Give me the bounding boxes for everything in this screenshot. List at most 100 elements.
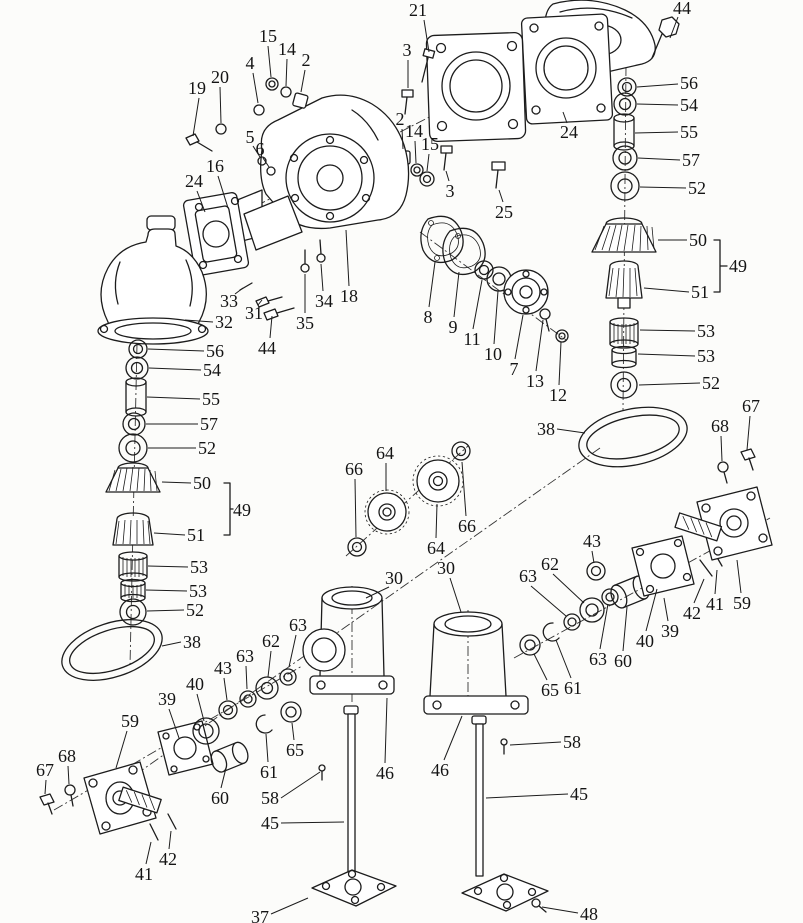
part-label-60: 60 — [211, 788, 229, 808]
part-label-16: 16 — [206, 156, 224, 176]
leader-line-4 — [252, 72, 259, 104]
part-label-39: 39 — [661, 621, 679, 641]
gasket-9 — [442, 227, 486, 276]
leader-line-2 — [401, 128, 404, 150]
leader-line-68 — [67, 765, 70, 785]
leader-line-65 — [291, 722, 295, 741]
leader-line-42 — [168, 830, 172, 850]
leader-line-32 — [184, 319, 214, 323]
part-label-3: 3 — [402, 40, 412, 60]
bolt-13-washer-12 — [539, 308, 569, 343]
leader-line-62 — [267, 650, 272, 678]
ring-66-left — [347, 537, 367, 557]
part-label-51: 51 — [187, 525, 205, 545]
leader-line-30 — [365, 586, 390, 599]
part-label-4: 4 — [245, 53, 255, 73]
leader-line-60 — [220, 767, 227, 789]
part-label-66: 66 — [458, 516, 476, 536]
leader-line-5 — [252, 145, 261, 158]
part-label-54: 54 — [680, 95, 698, 115]
leader-lines — [44, 16, 751, 915]
leader-line-55 — [634, 131, 679, 134]
leader-line-48 — [541, 906, 579, 914]
part-label-61: 61 — [564, 678, 582, 698]
part-label-15: 15 — [259, 26, 277, 46]
leader-line-3 — [445, 170, 450, 182]
leader-line-60 — [622, 606, 628, 652]
leader-line-19 — [192, 97, 200, 137]
right-shaft-stack — [578, 16, 688, 468]
part-label-46: 46 — [431, 760, 449, 780]
part-label-43: 43 — [214, 658, 232, 678]
hub-7 — [503, 269, 549, 315]
part-label-68: 68 — [711, 416, 729, 436]
part-label-44: 44 — [673, 0, 691, 18]
part-label-55: 55 — [680, 122, 698, 142]
part-label-44: 44 — [258, 338, 276, 358]
left-shaft-stack — [61, 339, 163, 681]
part-label-51: 51 — [691, 282, 709, 302]
leader-line-46 — [443, 715, 463, 761]
leader-line-8 — [428, 261, 436, 308]
leader-line-53 — [637, 353, 696, 357]
part-label-38: 38 — [183, 632, 201, 652]
leader-line-33 — [234, 287, 244, 295]
part-label-61: 61 — [260, 762, 278, 782]
part-label-18: 18 — [340, 286, 358, 306]
part-label-21: 21 — [409, 0, 427, 20]
leader-line-51 — [153, 532, 186, 536]
part-label-42: 42 — [159, 849, 177, 869]
part-label-50: 50 — [689, 230, 707, 250]
gasket-plate-23 — [425, 31, 527, 143]
part-label-11: 11 — [463, 329, 481, 349]
part-label-52: 52 — [198, 438, 216, 458]
leader-line-64 — [435, 503, 438, 539]
leader-line-43 — [591, 550, 595, 564]
part-label-49: 49 — [233, 500, 251, 520]
part-label-9: 9 — [448, 317, 458, 337]
bell-housing-32 — [97, 215, 209, 345]
leader-line-21 — [423, 19, 430, 53]
part-label-24: 24 — [185, 171, 203, 191]
leader-line-38 — [556, 428, 586, 434]
leader-line-56 — [636, 83, 679, 88]
part-label-40: 40 — [636, 631, 654, 651]
part-label-63: 63 — [519, 566, 537, 586]
part-label-66: 66 — [345, 459, 363, 479]
part-label-37: 37 — [251, 907, 269, 923]
part-label-32: 32 — [215, 312, 233, 332]
leader-line-6 — [262, 157, 270, 168]
part-label-49: 49 — [729, 256, 747, 276]
part-label-20: 20 — [211, 67, 229, 87]
leader-line-12 — [558, 341, 562, 386]
studs-and-bolts-under-housing — [239, 239, 326, 321]
leader-line-31 — [257, 299, 263, 306]
leader-line-39 — [168, 708, 180, 739]
leader-line-41 — [145, 841, 152, 865]
part-label-67: 67 — [36, 760, 54, 780]
part-label-3: 3 — [445, 181, 455, 201]
part-label-10: 10 — [484, 344, 502, 364]
part-label-50: 50 — [193, 473, 211, 493]
small-parts-top-left — [185, 77, 309, 176]
part-label-63: 63 — [289, 615, 307, 635]
leader-line-55 — [146, 396, 201, 400]
part-label-62: 62 — [541, 554, 559, 574]
leader-line-25 — [498, 189, 504, 203]
bolt-3b-icon — [440, 145, 453, 171]
bracket-49-right — [713, 239, 728, 293]
leader-line-42 — [693, 578, 705, 604]
main-housing-17 — [260, 94, 410, 230]
leader-line-52 — [638, 382, 701, 386]
leader-line-68 — [720, 435, 723, 462]
gear-case-right-30 — [423, 611, 549, 913]
leader-line-45 — [485, 793, 569, 799]
part-label-7: 7 — [509, 359, 519, 379]
part-label-65: 65 — [286, 740, 304, 760]
side-plate-24-left — [182, 192, 250, 276]
part-label-2: 2 — [301, 50, 311, 70]
part-label-6: 6 — [255, 139, 265, 159]
part-label-62: 62 — [262, 631, 280, 651]
